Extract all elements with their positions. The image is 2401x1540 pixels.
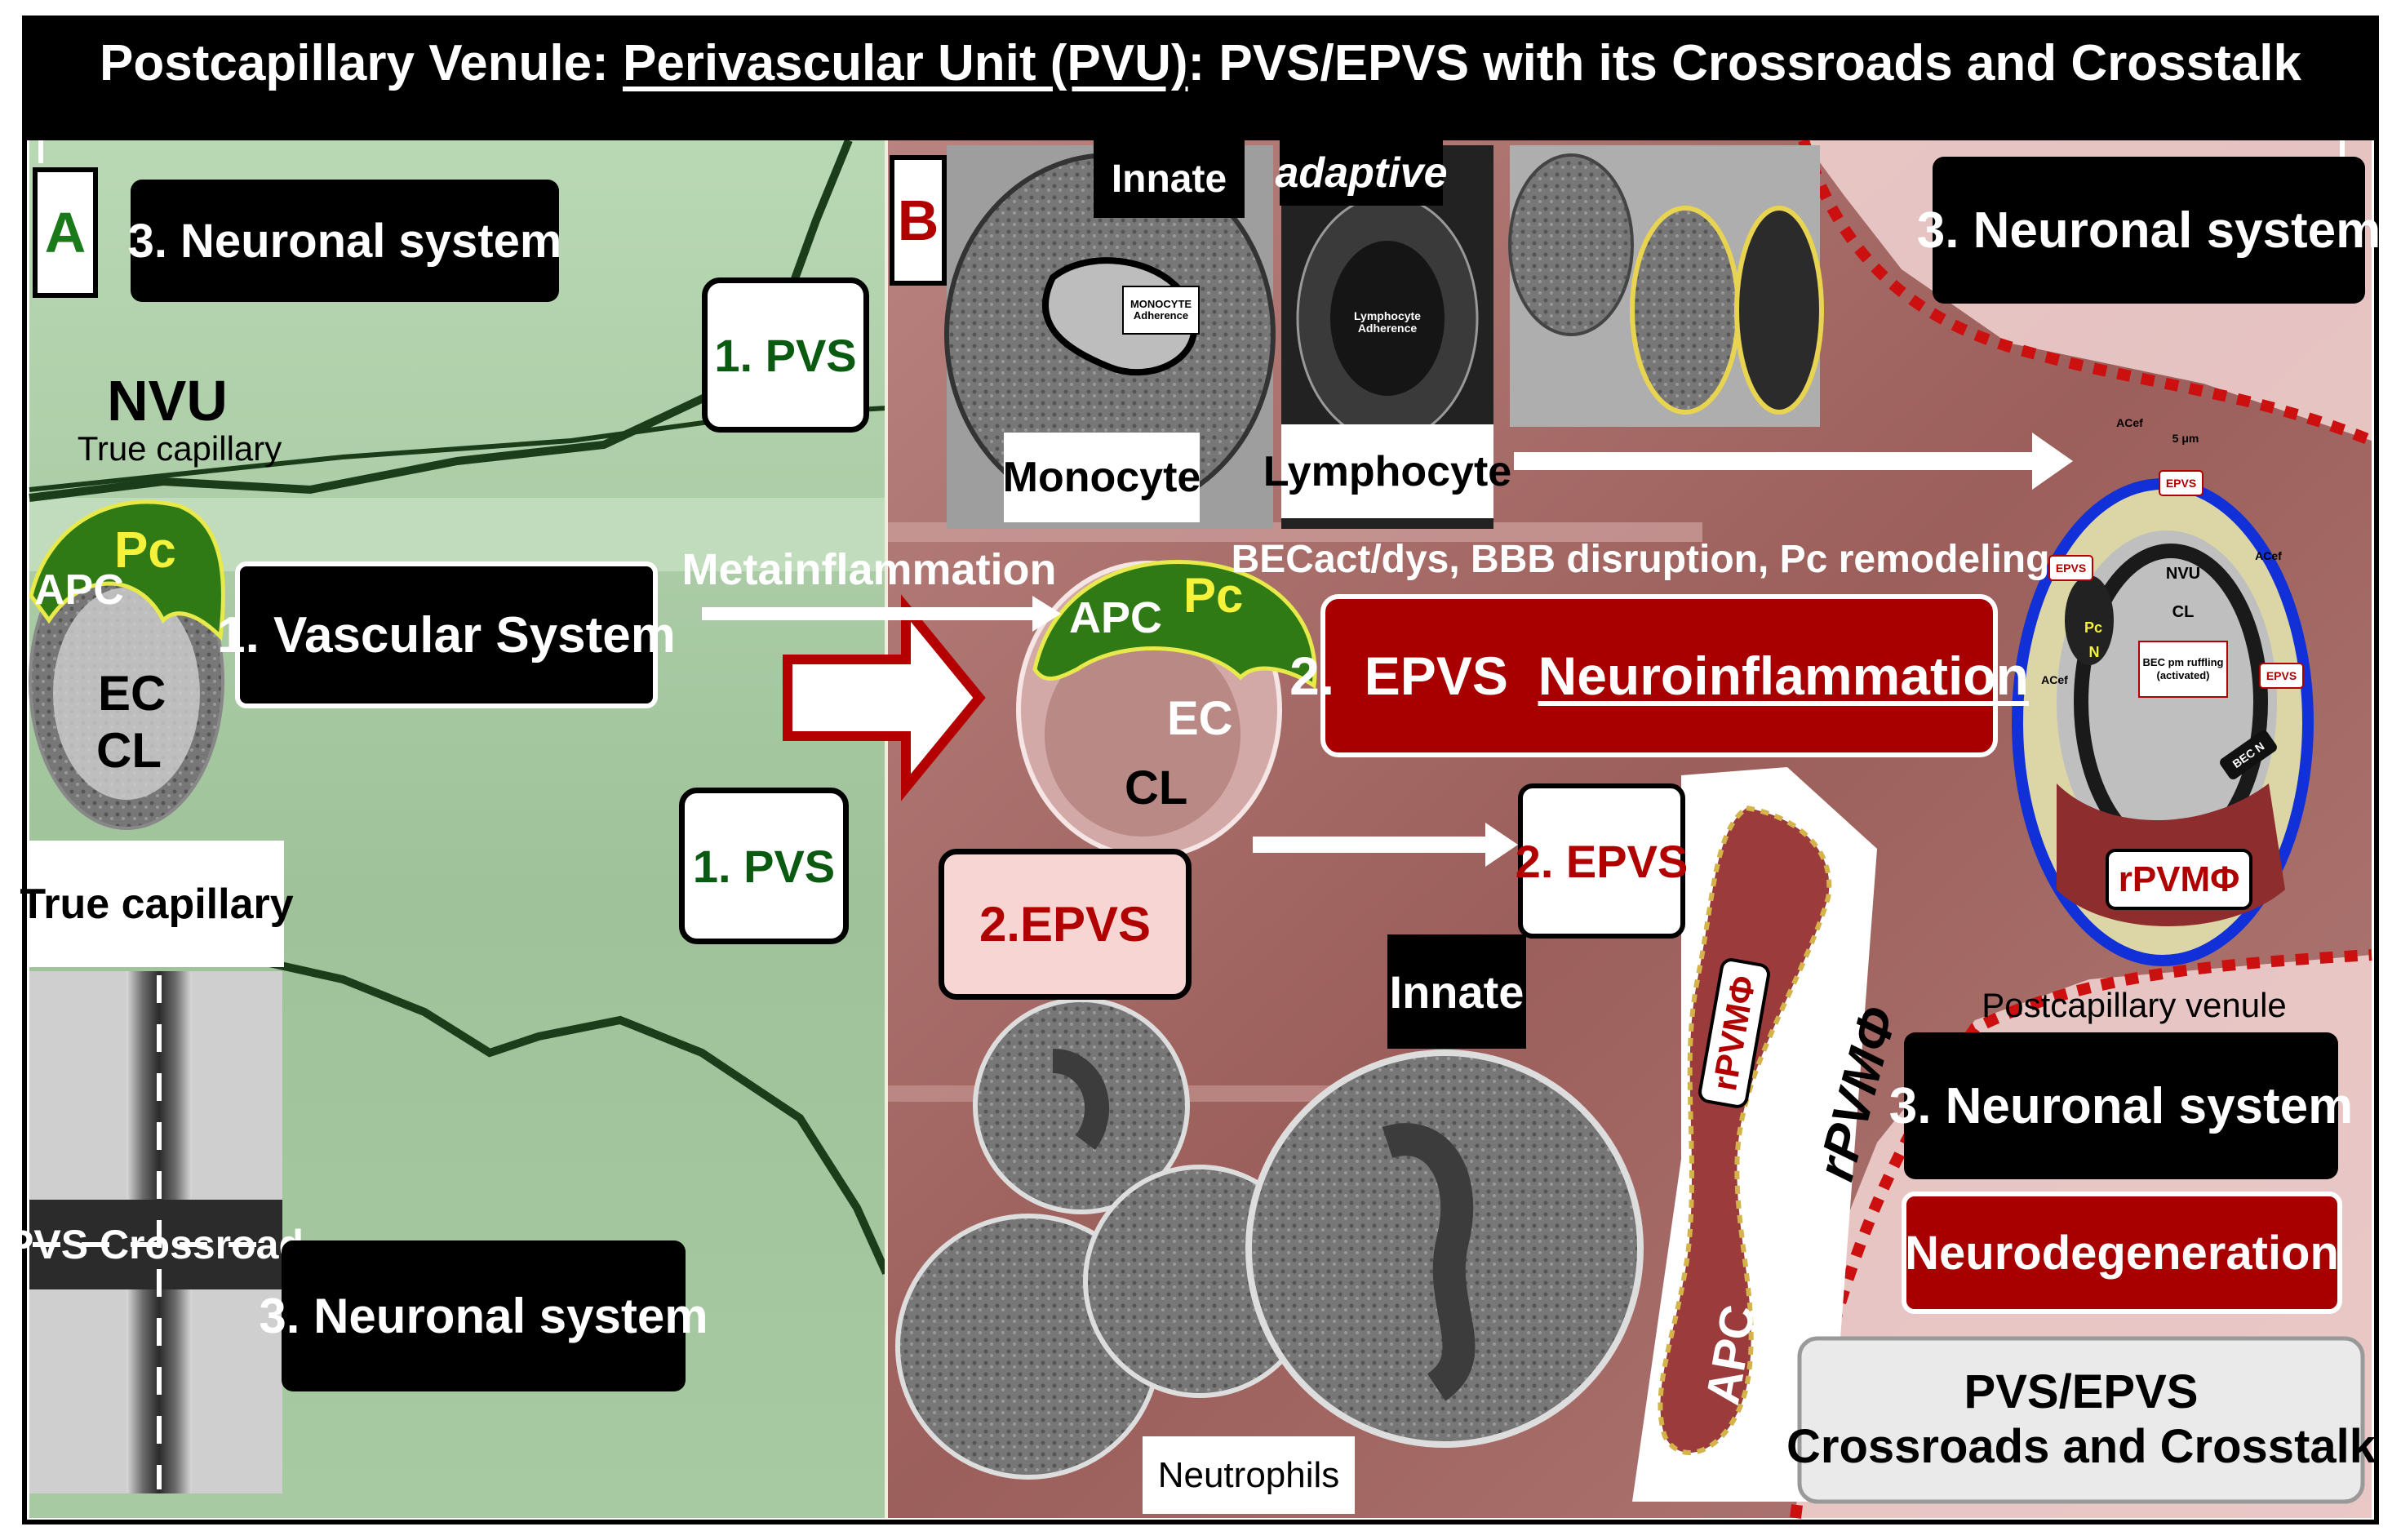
venule-bec-ruffling: BEC pm ruffling (activated) xyxy=(2138,641,2228,698)
rpvm-ribbon xyxy=(1632,767,1877,1502)
panel-b-crossroads-crosstalk: PVS/EPVS Crossroads and Crosstalk xyxy=(1786,1338,2376,1502)
panel-b-adaptive: adaptive xyxy=(1276,140,1448,206)
svg-text:APC: APC xyxy=(34,566,124,614)
panel-a-nvu: NVU xyxy=(107,369,228,433)
panel-b-becact: BECact/dys, BBB disruption, Pc remodelin… xyxy=(1231,537,2050,581)
svg-text:CL: CL xyxy=(1125,761,1187,814)
inflamed-capillary-cross-section: APC Pc EC CL xyxy=(1016,560,1317,859)
panel-b-epvs-mid: 2. EPVS xyxy=(1516,783,1688,939)
panel-b-letter: B xyxy=(890,155,947,286)
panel-b-metainflammation: Metainflammation xyxy=(681,544,1057,594)
svg-text:EC: EC xyxy=(98,666,166,721)
panel-a-top-boundary xyxy=(29,139,853,502)
white-arrows xyxy=(702,433,2073,867)
panel-b-neuronal-system-bottom: 3. Neuronal system xyxy=(1889,1032,2353,1179)
panel-a-vascular-system: 1. Vascular System xyxy=(217,561,676,708)
svg-text:Pc: Pc xyxy=(1183,568,1243,623)
venule-epvs-c: EPVS xyxy=(2259,663,2304,689)
panel-a-letter: A xyxy=(33,167,98,298)
dotted-boundary-top xyxy=(1798,138,2374,446)
venule-acef-c: ACef xyxy=(2041,673,2068,686)
venule-epvs-b: EPVS xyxy=(2048,555,2093,581)
panel-b-neutrophils: Neutrophils xyxy=(1143,1436,1355,1514)
title-bar: Postcapillary Venule: Perivascular Unit … xyxy=(24,18,2377,140)
neuroinflammation-underlined: Neuroinflammation xyxy=(1538,646,2029,706)
svg-text:CL: CL xyxy=(96,723,162,778)
em-image-strip xyxy=(1508,145,1824,427)
neutrophil-cells xyxy=(895,997,1644,1480)
figure-title: Postcapillary Venule: Perivascular Unit … xyxy=(100,35,2301,91)
panel-b-neuronal-system-top: 3. Neuronal system xyxy=(1917,157,2381,304)
panel-b-monocyte: Monocyte xyxy=(1003,433,1200,522)
panel-a-pvs-crossroad: PVS Crossroad xyxy=(7,1222,304,1267)
panel-b-epvs-neuroinflammation: 2. EPVS Neuroinflammation xyxy=(1289,594,2029,757)
panel-b-neurodegeneration: Neurodegeneration xyxy=(1902,1192,2342,1314)
venule-cl: CL xyxy=(2172,602,2195,621)
lymphocyte-adherence-label: Lymphocyte Adherence xyxy=(1354,308,1421,335)
panel-a-pvs-mid: 1. PVS xyxy=(679,788,849,944)
panel-b-lymphocyte: Lymphocyte xyxy=(1263,424,1511,518)
crossroads-box-bg xyxy=(1797,1336,2365,1504)
svg-text:EC: EC xyxy=(1167,692,1233,745)
panel-b-innate-bottom: Innate xyxy=(1387,934,1526,1049)
monocyte-adherence-label: MONOCYTE Adherence xyxy=(1122,286,1200,335)
panel-a-neuronal-system-top: 3. Neuronal system xyxy=(128,180,561,302)
panel-b-innate-top: Innate xyxy=(1094,140,1245,218)
venule-pc: Pc xyxy=(2084,619,2103,636)
crossroads-line-2: Crossroads and Crosstalk xyxy=(1786,1420,2377,1473)
panel-a-neuronal-system-bottom: 3. Neuronal system xyxy=(259,1240,708,1391)
metainflammation-big-arrow xyxy=(783,594,986,801)
venule-epvs-a: EPVS xyxy=(2159,470,2204,496)
panel-a-bottom-boundary xyxy=(268,959,890,1276)
venule-scale: 5 μm xyxy=(2172,432,2199,445)
venule-acef-b: ACef xyxy=(2255,549,2282,562)
panel-b-epvs-left: 2.EPVS xyxy=(939,849,1192,1000)
venule-acef-a: ACef xyxy=(2116,416,2143,429)
svg-text:Pc: Pc xyxy=(114,522,176,579)
capillary-cross-section-a: APC Pc EC CL xyxy=(29,499,225,830)
panel-a-true-capillary-small: True capillary xyxy=(77,429,282,468)
panel-a-pvs-top: 1. PVS xyxy=(702,277,869,433)
venule-nvu: NVU xyxy=(2165,564,2201,583)
pvs-crossroad-image xyxy=(29,971,282,1493)
postcapillary-venule-label: Postcapillary venule xyxy=(1982,986,2287,1024)
svg-text:APC: APC xyxy=(1069,593,1162,642)
title-underlined: Perivascular Unit (PVU) xyxy=(622,35,1188,91)
crossroads-line-1: PVS/EPVS xyxy=(1964,1365,2199,1419)
panel-a-true-capillary-box: True capillary xyxy=(20,841,294,967)
venule-n: N xyxy=(2088,643,2100,660)
venule-rpvm: rPVMΦ xyxy=(2106,849,2252,910)
